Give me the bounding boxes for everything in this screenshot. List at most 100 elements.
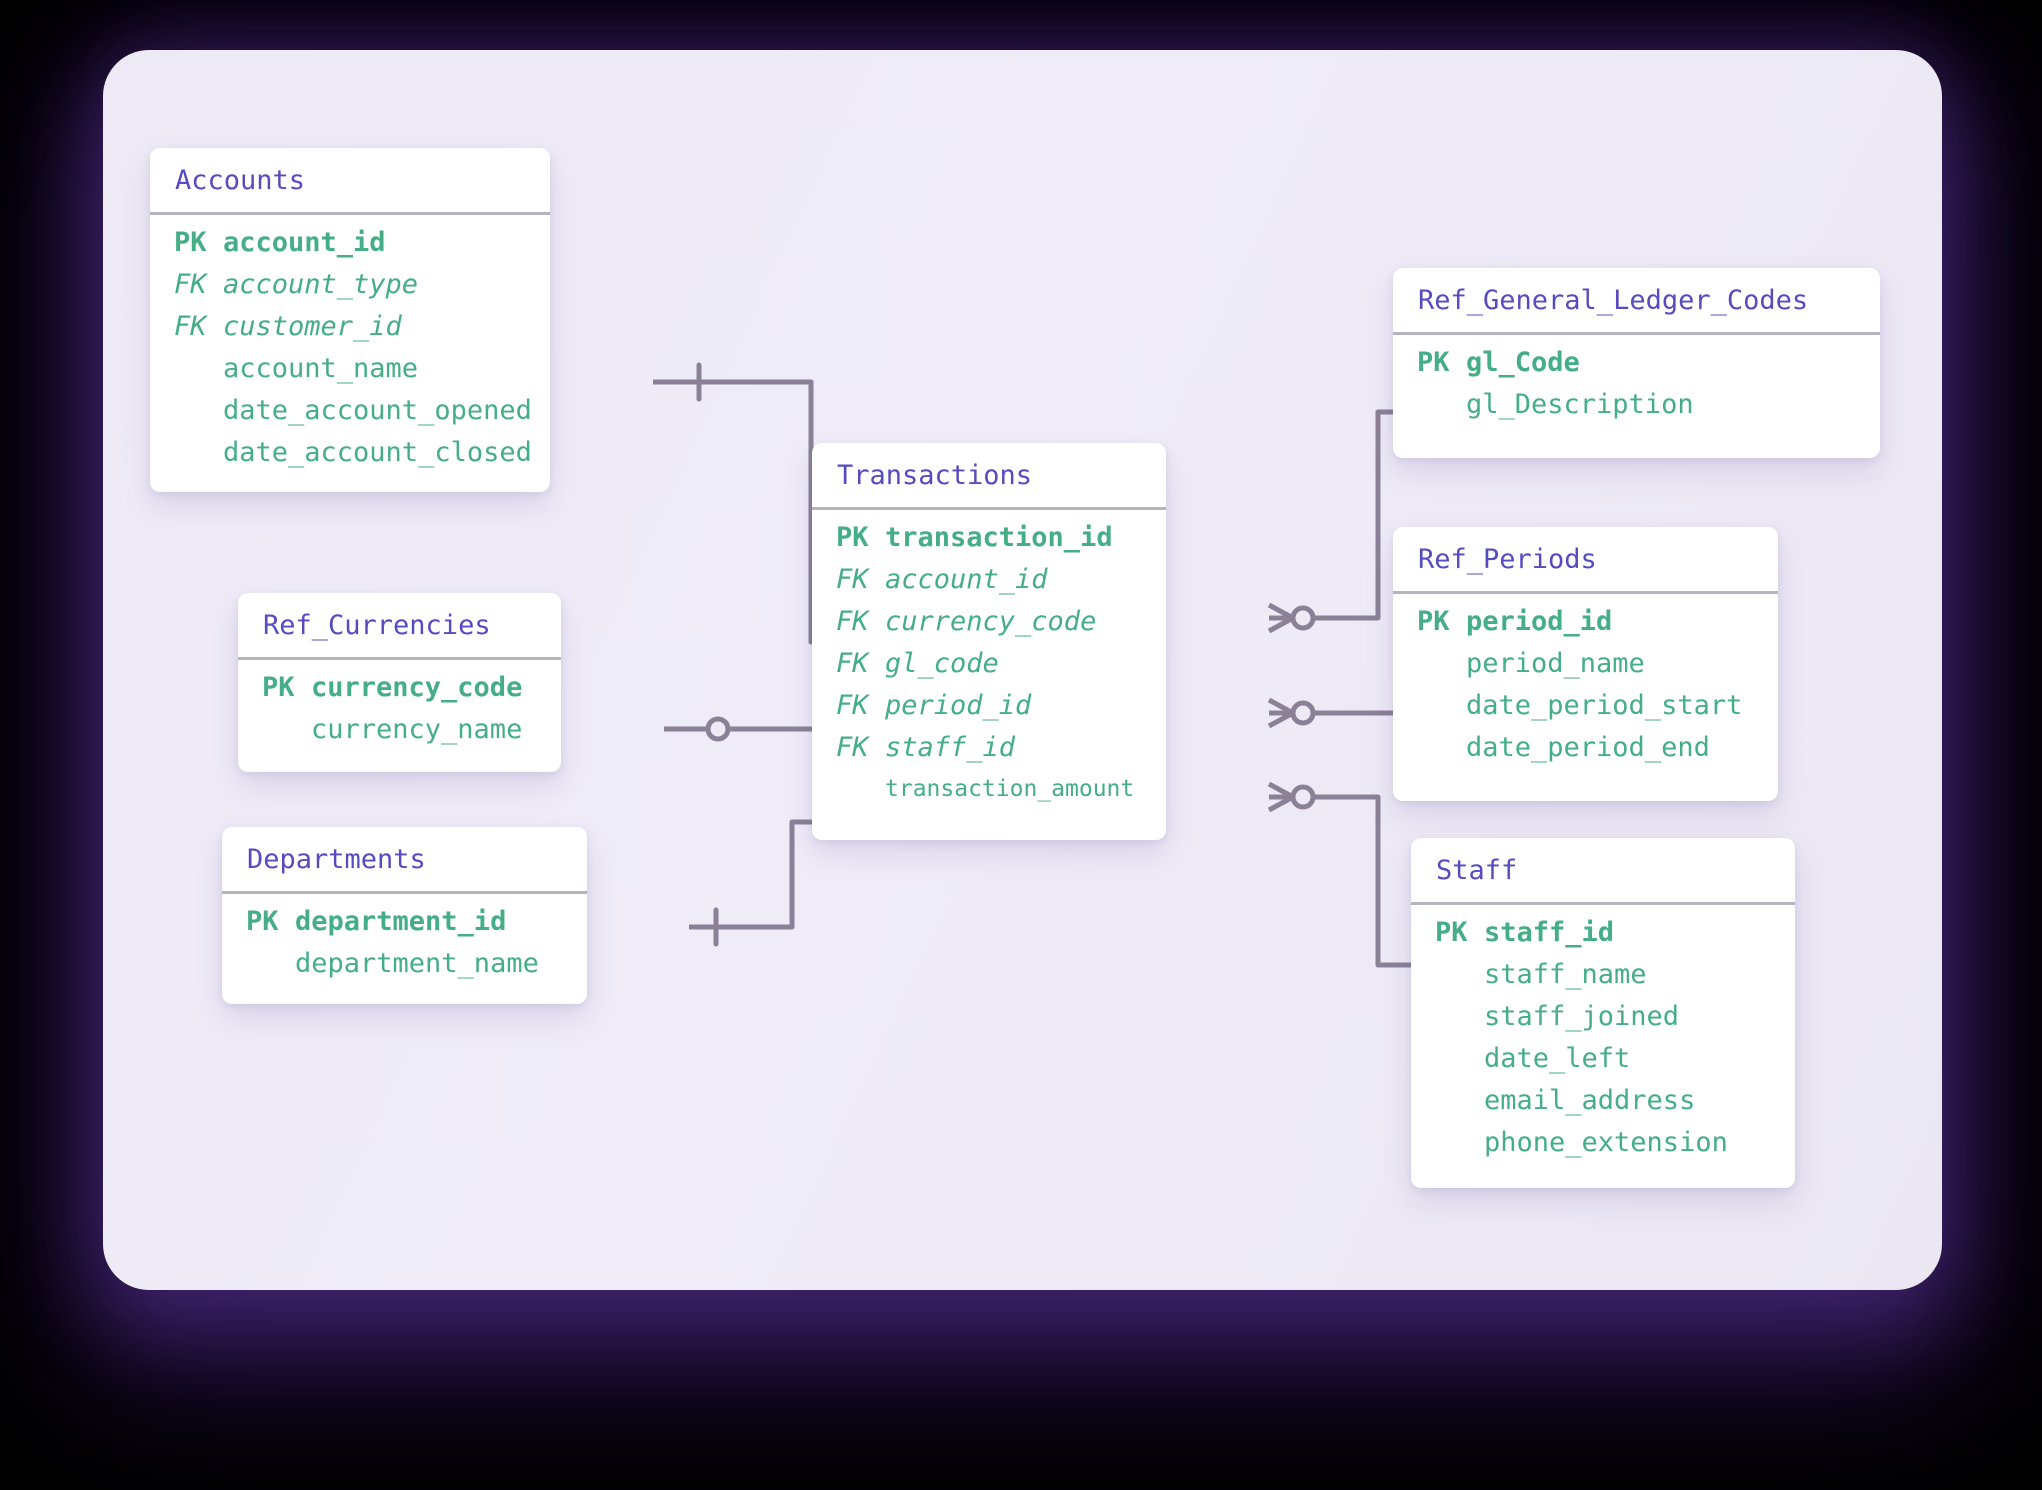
field-row: PK currency_code xyxy=(238,666,561,708)
field-name: gl_Description xyxy=(1466,388,1694,420)
table-title: Ref_General_Ledger_Codes xyxy=(1418,284,1809,316)
zero-circle-marker xyxy=(1290,605,1316,631)
field-key-badge: PK xyxy=(246,905,279,937)
field-key-badge: PK xyxy=(262,671,295,703)
field-name: date_left xyxy=(1484,1042,1631,1074)
field-row: date_left xyxy=(1411,1037,1795,1079)
table-fields: PK gl_Code gl_Description xyxy=(1393,335,1880,425)
field-row: FK currency_code xyxy=(812,600,1166,642)
zero-circle-marker xyxy=(1290,784,1316,810)
field-name: staff_joined xyxy=(1484,1000,1680,1032)
table-fields: PK department_id department_name xyxy=(222,894,587,984)
field-row: FK account_id xyxy=(812,558,1166,600)
field-row: phone_extension xyxy=(1411,1121,1795,1163)
field-row: PK department_id xyxy=(222,900,587,942)
field-row: staff_joined xyxy=(1411,995,1795,1037)
zero-circle-marker xyxy=(1290,700,1316,726)
table-ref-general-ledger-codes[interactable]: Ref_General_Ledger_Codes PK gl_Code gl_Des… xyxy=(1393,268,1880,458)
field-row: FK period_id xyxy=(812,684,1166,726)
field-name: date_period_end xyxy=(1466,731,1710,763)
field-key-badge: FK xyxy=(836,731,869,763)
field-name: date_account_opened xyxy=(223,394,532,426)
page-background: { "diagram": { "type": "entity-relations… xyxy=(103,50,1942,1290)
field-row: period_name xyxy=(1393,642,1778,684)
field-name: email_address xyxy=(1484,1084,1696,1116)
table-separator xyxy=(222,891,587,894)
field-row: date_account_opened xyxy=(150,389,550,431)
field-key-badge: FK xyxy=(174,268,207,300)
zero-circle-marker xyxy=(705,716,731,742)
field-row: email_address xyxy=(1411,1079,1795,1121)
field-name: account_id xyxy=(885,563,1048,595)
table-separator xyxy=(1393,332,1880,335)
field-key-badge: PK xyxy=(836,521,869,553)
field-name: date_period_start xyxy=(1466,689,1743,721)
field-key-badge: PK xyxy=(1417,605,1450,637)
field-key-badge: PK xyxy=(174,226,207,258)
table-title: Departments xyxy=(247,843,426,875)
crow-foot-many-marker xyxy=(1267,697,1296,729)
table-separator xyxy=(1411,902,1795,905)
table-title: Ref_Periods xyxy=(1418,543,1597,575)
field-row: date_account_closed xyxy=(150,431,550,473)
field-name: account_type xyxy=(223,268,419,300)
field-name: transaction_amount xyxy=(885,776,1135,802)
table-fields: PK staff_id staff_name staff_joined date_lef… xyxy=(1411,905,1795,1163)
field-name: customer_id xyxy=(223,310,402,342)
field-name: period_id xyxy=(885,689,1032,721)
field-row: PK gl_Code xyxy=(1393,341,1880,383)
field-key-badge: FK xyxy=(836,605,869,637)
field-key-badge: FK xyxy=(836,647,869,679)
field-name: department_name xyxy=(295,947,539,979)
field-name: staff_id xyxy=(885,731,1016,763)
field-row: staff_name xyxy=(1411,953,1795,995)
field-name: phone_extension xyxy=(1484,1126,1728,1158)
field-row: date_period_start xyxy=(1393,684,1778,726)
table-title: Ref_Currencies xyxy=(263,609,491,641)
field-row: FK account_type xyxy=(150,263,550,305)
crow-foot-many-marker xyxy=(1267,602,1296,634)
table-departments[interactable]: Departments PK department_id department_na… xyxy=(222,827,587,1004)
field-row: account_name xyxy=(150,347,550,389)
field-name: staff_name xyxy=(1484,958,1647,990)
field-key-badge: PK xyxy=(1417,346,1450,378)
field-row: PK account_id xyxy=(150,221,550,263)
field-key-badge: FK xyxy=(836,689,869,721)
field-row: FK staff_id xyxy=(812,726,1166,768)
field-name: department_id xyxy=(295,905,507,937)
field-name: date_account_closed xyxy=(223,436,532,468)
field-name: staff_id xyxy=(1484,916,1615,948)
field-name: account_id xyxy=(223,226,386,258)
table-separator xyxy=(238,657,561,660)
field-name: transaction_id xyxy=(885,521,1113,553)
field-name: gl_Code xyxy=(1466,346,1580,378)
table-separator xyxy=(150,212,550,215)
field-name: currency_name xyxy=(311,713,523,745)
field-key-badge: FK xyxy=(836,563,869,595)
table-ref-currencies[interactable]: Ref_Currencies PK currency_code currency_n… xyxy=(238,593,561,772)
field-row: department_name xyxy=(222,942,587,984)
field-row: FK gl_code xyxy=(812,642,1166,684)
field-key-badge: PK xyxy=(1435,916,1468,948)
field-name: gl_code xyxy=(885,647,999,679)
field-name: period_name xyxy=(1466,647,1645,679)
field-name: account_name xyxy=(223,352,419,384)
field-name: currency_code xyxy=(311,671,523,703)
field-row: PK transaction_id xyxy=(812,516,1166,558)
crow-foot-many-marker xyxy=(1267,781,1296,813)
field-name: currency_code xyxy=(885,605,1097,637)
table-separator xyxy=(1393,591,1778,594)
field-row: transaction_amount xyxy=(812,768,1166,810)
table-title: Accounts xyxy=(175,164,306,196)
field-row: gl_Description xyxy=(1393,383,1880,425)
